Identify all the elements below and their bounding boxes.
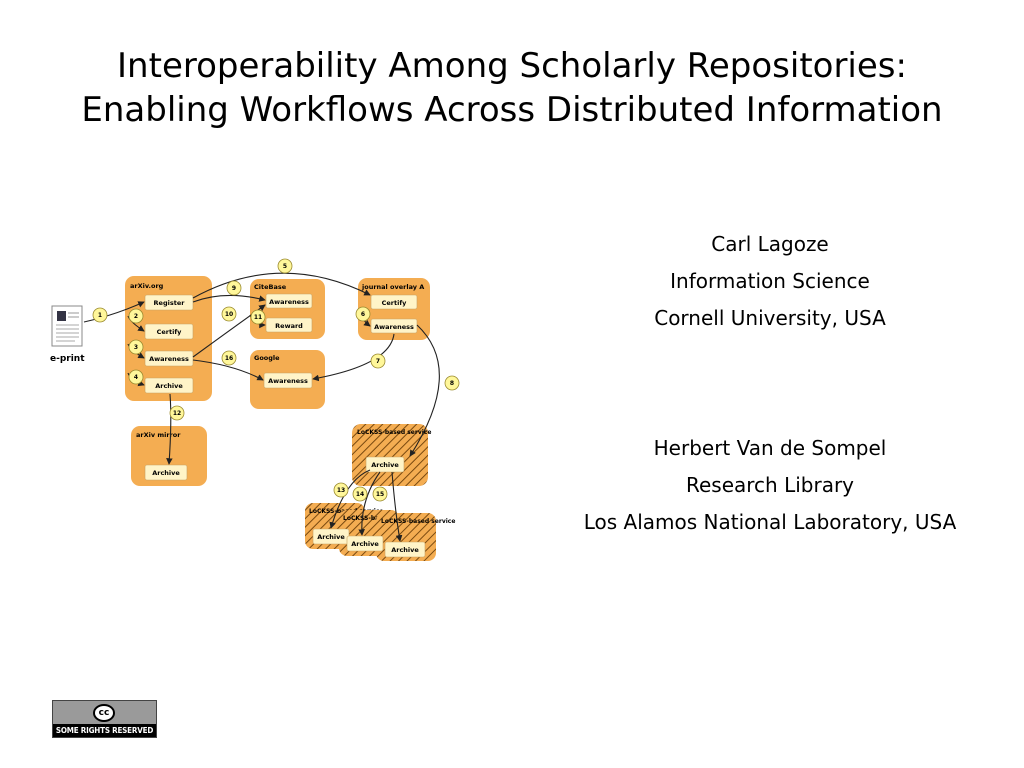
box-archive (144, 377, 194, 394)
author-1-org: Cornell University, USA (654, 306, 886, 330)
group-lockss-main-label: LoCKSS-based service (357, 429, 431, 436)
box-awareness (144, 350, 194, 367)
workflow-diagram: e-print arXiv.org CiteBase journal overl… (50, 258, 460, 561)
box-archive-label: Archive (155, 382, 183, 390)
box-reward (265, 317, 313, 333)
step-15 (372, 486, 388, 502)
step-6 (355, 306, 371, 322)
step-16-label: 16 (225, 355, 233, 362)
box-l3-archive-label: Archive (391, 546, 419, 554)
workflow-arrows (83, 272, 440, 542)
box-journal-certify (370, 294, 418, 310)
box-mirror-archive (144, 464, 188, 481)
author-2-name: Herbert Van de Sompel (653, 436, 887, 460)
step-5-label: 5 (283, 263, 287, 270)
group-lockss-3-label: LoCKSS-based service (381, 518, 455, 525)
step-8-label: 8 (450, 380, 454, 387)
box-awareness-label: Awareness (149, 355, 189, 363)
box-certify-label: Certify (157, 328, 183, 336)
title-line-2: Enabling Workflows Across Distributed In… (81, 90, 943, 130)
step-12-label: 12 (173, 410, 181, 417)
step-1-label: 1 (98, 312, 102, 319)
author-2-org: Los Alamos National Laboratory, USA (583, 510, 957, 534)
step-2 (128, 308, 144, 324)
step-13-label: 13 (337, 487, 345, 494)
step-9-label: 9 (232, 285, 236, 292)
step-2-label: 2 (134, 313, 138, 320)
step-13 (333, 482, 349, 498)
step-5 (277, 258, 293, 274)
step-1 (92, 307, 108, 323)
box-lockss-archive-label: Archive (371, 461, 399, 469)
group-google-label: Google (254, 354, 280, 362)
box-l2-archive (346, 535, 384, 552)
step-3-label: 3 (134, 344, 138, 351)
step-11 (250, 309, 266, 325)
box-register-label: Register (154, 299, 186, 307)
step-4-label: 4 (134, 374, 138, 381)
box-cb-awareness (265, 293, 313, 309)
step-8 (444, 375, 460, 391)
author-1-dept: Information Science (670, 269, 870, 293)
step-10-label: 10 (225, 311, 233, 318)
slide-title: Interoperability Among Scholarly Reposit… (0, 44, 1024, 132)
step-7 (370, 353, 386, 369)
step-4 (128, 369, 144, 385)
cc-badge-text: SOME RIGHTS RESERVED (53, 724, 156, 737)
step-10 (221, 306, 237, 322)
step-16 (221, 350, 237, 366)
creative-commons-badge[interactable]: cc SOME RIGHTS RESERVED (52, 700, 157, 738)
title-line-1: Interoperability Among Scholarly Reposit… (117, 46, 907, 86)
box-l2-archive-label: Archive (351, 540, 379, 548)
box-journal-awareness-label: Awareness (374, 323, 414, 331)
box-cb-awareness-label: Awareness (269, 298, 309, 306)
step-7-label: 7 (376, 358, 380, 365)
author-1-name: Carl Lagoze (711, 232, 829, 256)
box-l1-archive-label: Archive (317, 533, 345, 541)
eprint-label: e-print (50, 354, 85, 364)
box-google-awareness (263, 372, 313, 389)
box-register (144, 294, 194, 311)
cc-icon: cc (93, 704, 115, 722)
box-l3-archive (384, 541, 426, 558)
step-14 (352, 486, 368, 502)
box-reward-label: Reward (275, 322, 303, 330)
box-google-awareness-label: Awareness (268, 377, 308, 385)
step-14-label: 14 (356, 491, 364, 498)
box-journal-awareness (370, 318, 418, 334)
box-certify (144, 323, 194, 340)
eprint-document (51, 305, 83, 347)
group-citebase-label: CiteBase (254, 283, 287, 291)
box-journal-certify-label: Certify (382, 299, 408, 307)
group-journal-label: journal overlay A (361, 283, 424, 291)
step-11-label: 11 (254, 314, 262, 321)
box-lockss-archive (365, 456, 405, 473)
group-mirror-label: arXiv mirror (136, 431, 181, 439)
step-15-label: 15 (376, 491, 384, 498)
authors-block: Carl Lagoze Information Science Cornell … (530, 226, 1010, 541)
box-mirror-archive-label: Archive (152, 469, 180, 477)
step-6-label: 6 (361, 311, 365, 318)
step-markers: 1 2 3 4 5 6 7 8 9 10 11 12 13 14 15 16 (92, 258, 460, 502)
step-9 (226, 280, 242, 296)
step-3 (128, 339, 144, 355)
group-arxiv-label: arXiv.org (130, 282, 164, 290)
step-12 (169, 405, 185, 421)
author-2-dept: Research Library (685, 473, 855, 497)
